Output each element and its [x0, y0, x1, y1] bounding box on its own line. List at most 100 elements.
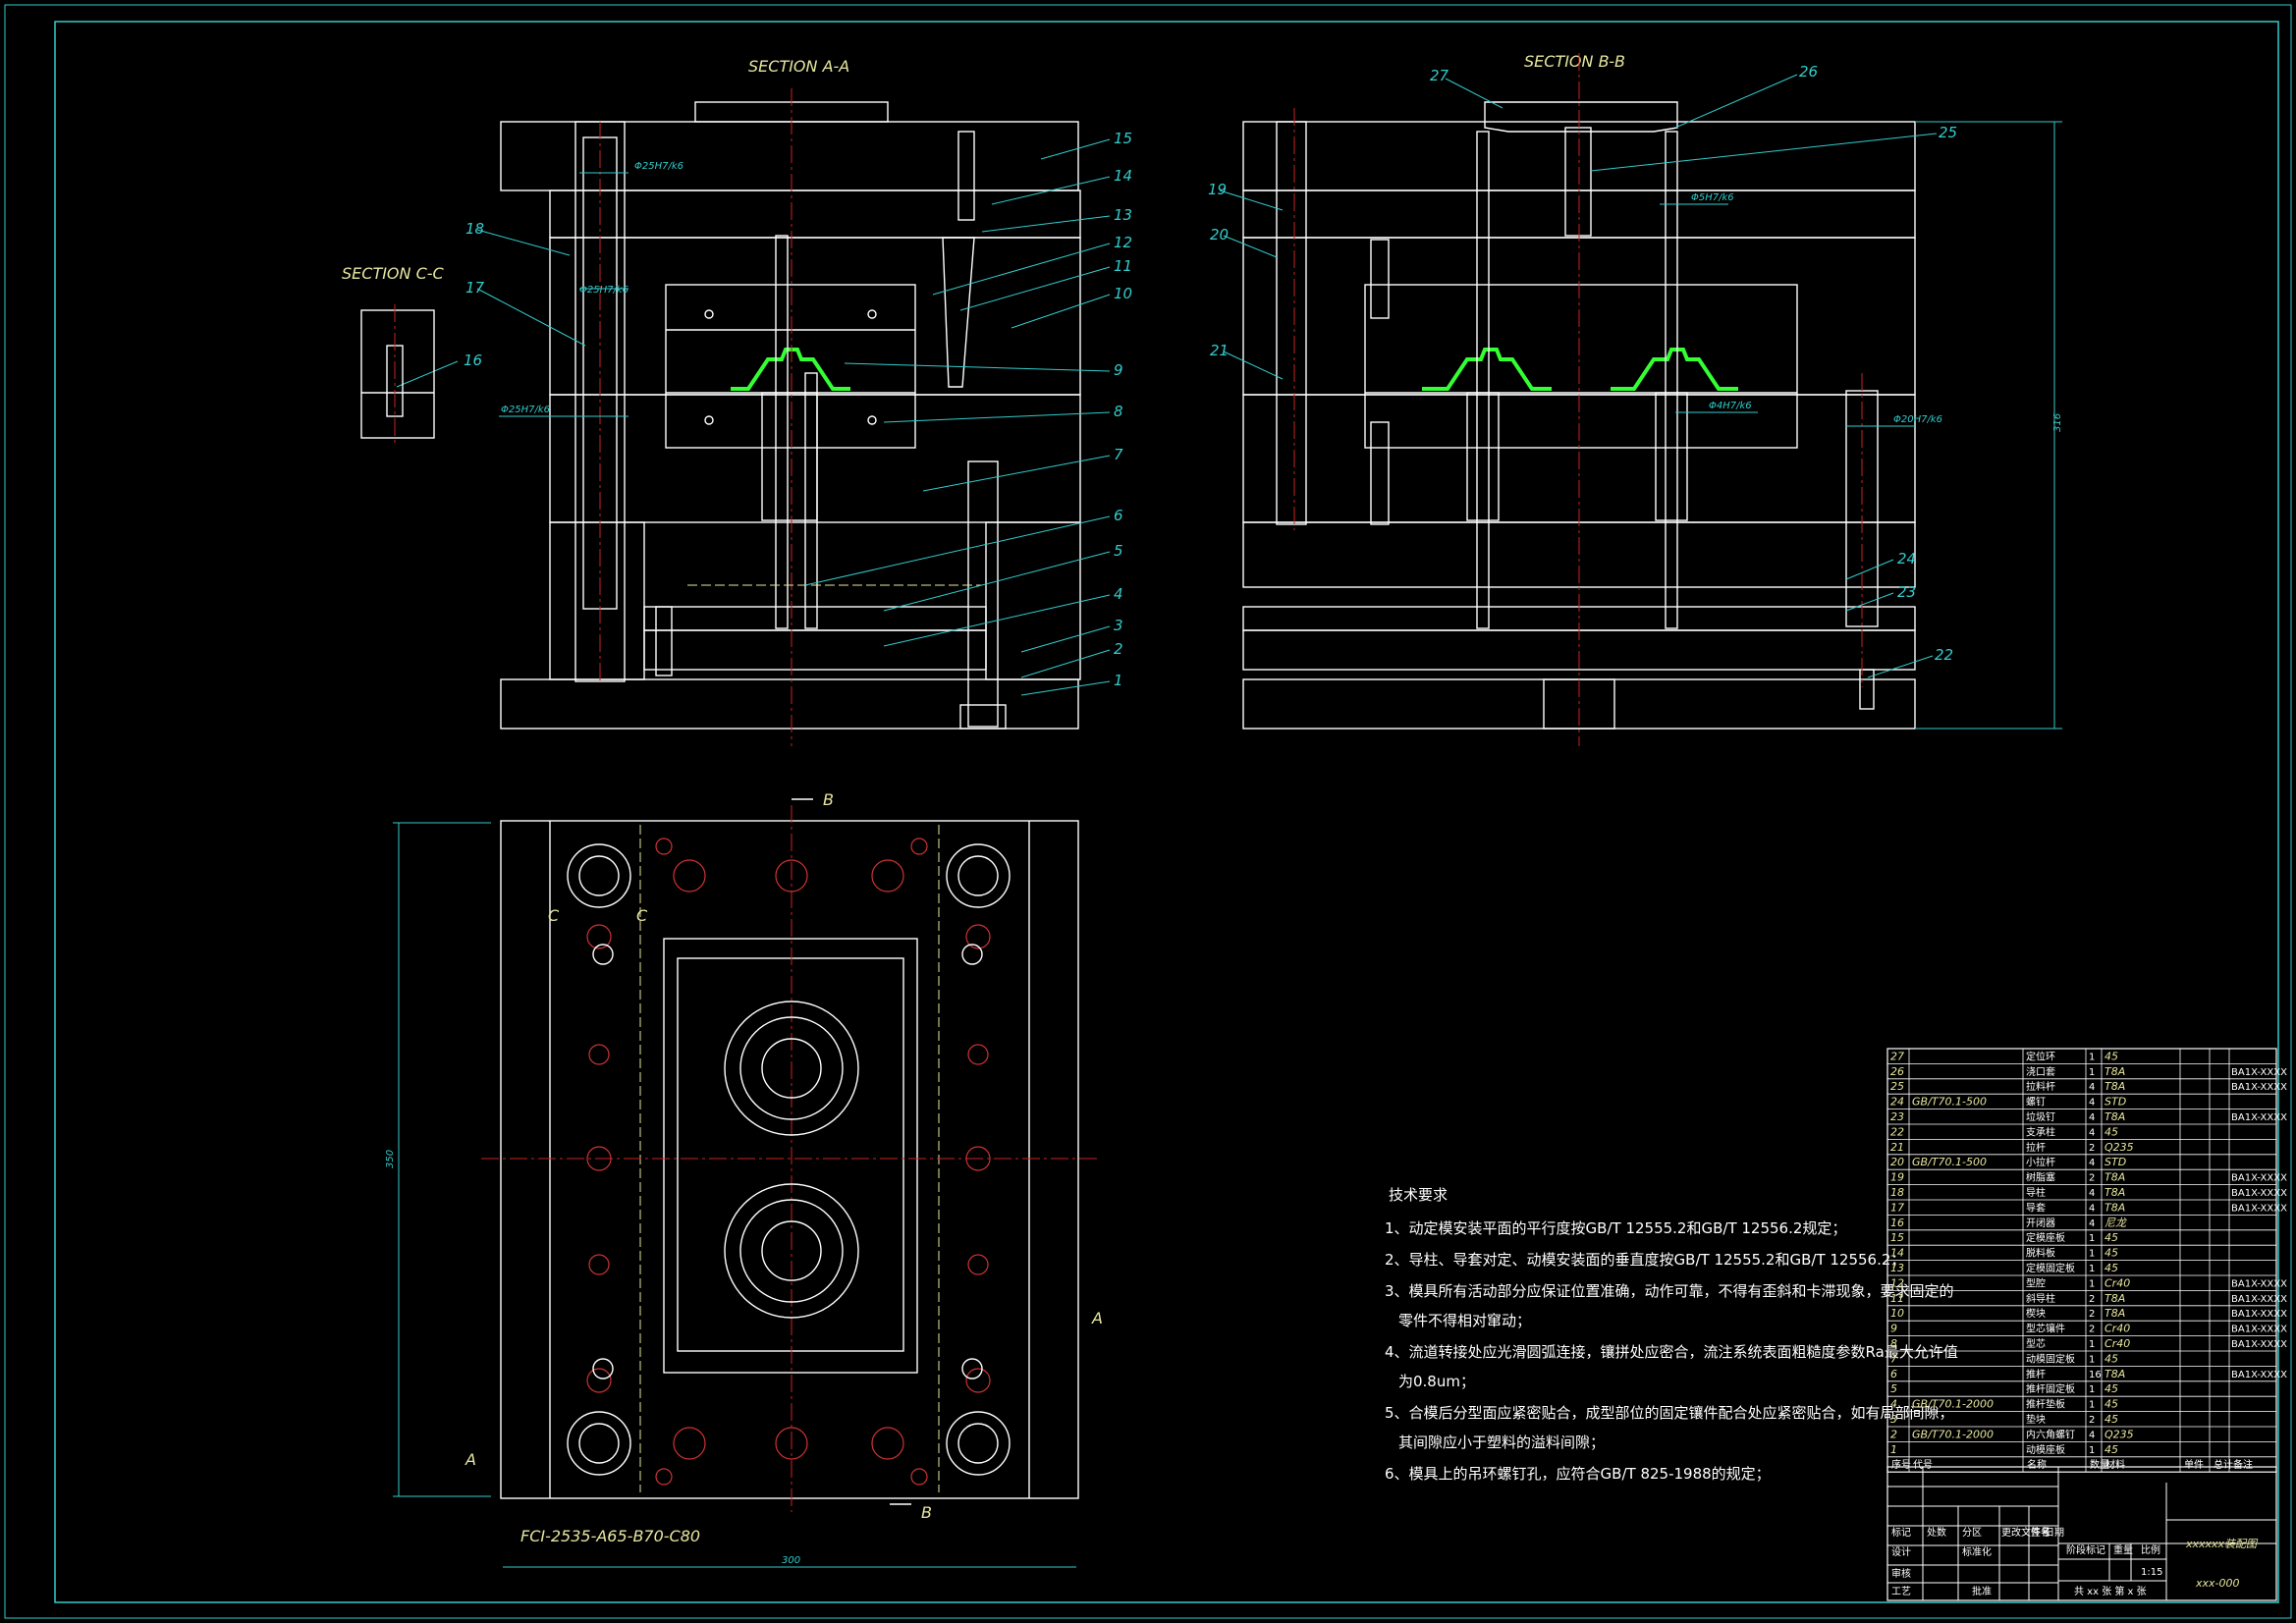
plan-height-dim: 350 [385, 1150, 396, 1168]
bom-cell: 15 [1890, 1231, 1904, 1244]
tie-rod [1276, 121, 1307, 525]
locating-ring [1484, 101, 1678, 133]
callout: 8 [1114, 403, 1123, 420]
bom-cell: 14 [1890, 1247, 1904, 1260]
tb-label: 阶段标记 [2066, 1543, 2105, 1556]
top-clamp-plate [500, 121, 1079, 191]
bom-cell: 2 [2089, 1143, 2095, 1154]
spacer-block-right [985, 521, 1081, 680]
bom-cell: 小拉杆 [2026, 1156, 2055, 1168]
technical-requirements: 技术要求 1、动定模安装平面的平行度按GB/T 12555.2和GB/T 125… [1385, 1186, 1958, 1483]
bom-cell: 开闭器 [2026, 1217, 2055, 1229]
return-pin [967, 460, 999, 728]
bom-note: BA1X-XXXX [2231, 1294, 2287, 1305]
bom-cell: 定位环 [2026, 1050, 2055, 1062]
bom-cell: 4 [2089, 1430, 2095, 1440]
tb-label: 处数 [1927, 1526, 1946, 1539]
tech-req-item: 3、模具所有活动部分应保证位置准确，动作可靠，不得有歪斜和卡滞现象，要求固定的 [1385, 1282, 1954, 1300]
tb-label: 标准化 [1962, 1545, 1992, 1558]
tech-req-item: 6、模具上的吊环螺钉孔，应符合GB/T 825-1988的规定； [1385, 1465, 1771, 1483]
ejector-pin [1476, 131, 1490, 629]
tb-label: 重量 [2113, 1543, 2133, 1556]
bom-cell: 45 [2105, 1050, 2118, 1062]
section-bb-title: SECTION B-B [1524, 52, 1625, 71]
callout: 18 [465, 220, 484, 238]
callout: 17 [465, 279, 485, 297]
bom-cell: GB/T70.1-500 [1912, 1096, 1987, 1109]
section-marker: C [548, 906, 560, 925]
bom-cell: 定模座板 [2026, 1231, 2065, 1244]
callout: 26 [1799, 63, 1818, 81]
bom-cell: 2 [2089, 1173, 2095, 1184]
bom-cell: 1 [2089, 1445, 2095, 1456]
tb-drawing-no: xxx-000 [2195, 1577, 2240, 1590]
tb-label: 签名 [2031, 1526, 2050, 1539]
screw-holes [586, 838, 991, 1486]
bom-cell: 4 [2089, 1158, 2095, 1168]
bom-cell: 45 [2105, 1231, 2118, 1244]
bom-cell: 推杆 [2026, 1368, 2046, 1380]
core-plate [549, 394, 1081, 523]
bom-header-cell: 材料 [2105, 1458, 2125, 1471]
bom-cell: 支承柱 [2026, 1125, 2055, 1138]
bom-cell: 26 [1890, 1065, 1904, 1078]
bom-cell: 浇口套 [2026, 1065, 2055, 1078]
bom-cell: 1 [2089, 1233, 2095, 1244]
callout: 3 [1114, 617, 1123, 634]
bom-cell: 4 [2089, 1098, 2095, 1109]
bom-cell: Cr40 [2105, 1323, 2130, 1335]
callout: 21 [1210, 342, 1229, 359]
bom-cell: 45 [2105, 1352, 2118, 1365]
bom-cell: 型芯 [2026, 1337, 2046, 1350]
plan-width-dim: 300 [782, 1555, 800, 1566]
bom-cell: 树脂塞 [2026, 1171, 2055, 1184]
bom-cell: 1 [2089, 1384, 2095, 1395]
molded-part [1611, 348, 1738, 391]
ejector-pin [775, 235, 789, 629]
tech-req-item: 2、导柱、导套对定、动模安装面的垂直度按GB/T 12555.2和GB/T 12… [1385, 1251, 1905, 1269]
bom-cell: 8 [1890, 1337, 1897, 1350]
bom-cell: 3 [1890, 1413, 1897, 1426]
tech-req-title: 技术要求 [1389, 1186, 1448, 1204]
bom-header-cell: 数量 [2090, 1458, 2109, 1471]
bom-cell: 11 [1890, 1292, 1904, 1305]
bom-cell: 9 [1890, 1323, 1897, 1335]
bom-cell: 拉料杆 [2026, 1080, 2055, 1093]
section-marker: B [921, 1503, 932, 1522]
bom-cell: 2 [1890, 1428, 1897, 1440]
tb-scale: 1:15 [2141, 1567, 2162, 1578]
core-insert [761, 392, 818, 521]
bom-cell: 型腔 [2026, 1276, 2046, 1289]
bom-cell: 1 [2089, 1400, 2095, 1411]
bom-cell: 2 [2089, 1294, 2095, 1305]
bom-cell: 45 [2105, 1413, 2118, 1426]
bom-note: BA1X-XXXX [2231, 1278, 2287, 1289]
bom-cell: 楔块 [2026, 1308, 2046, 1320]
ejector-pin [1665, 131, 1678, 629]
bom-cell: STD [2105, 1096, 2126, 1109]
bom-cell: 4 [2089, 1112, 2095, 1123]
callout: 4 [1114, 585, 1123, 603]
bom-header-cell: 备注 [2233, 1458, 2253, 1471]
section-bb-view: SECTION B-B 316 Φ5H7/k6 [1208, 52, 2063, 746]
section-aa-title: SECTION A-A [748, 57, 849, 76]
fit-dim: Φ20H7/k6 [1893, 414, 1942, 425]
bom-cell: 45 [2105, 1398, 2118, 1411]
bom-cell: 1 [2089, 1339, 2095, 1350]
bom-header-cell: 总计 [2214, 1458, 2233, 1471]
callout: 22 [1935, 646, 1953, 664]
bom-header-cell: 代号 [1913, 1459, 1933, 1471]
bom-cell: 45 [2105, 1247, 2118, 1260]
bom-cell: 1 [2089, 1052, 2095, 1062]
cavity-insert [665, 284, 916, 449]
bom-cell: T8A [2105, 1171, 2125, 1184]
title-block: 标记 处数 分区 更改文件号 签名 日期 设计 标准化 审核 工艺 批准 阶段标… [1886, 1466, 2277, 1601]
bom-cell: 4 [2089, 1082, 2095, 1093]
bom-note: BA1X-XXXX [2231, 1339, 2287, 1350]
sprue-bushing [1564, 127, 1592, 237]
bom-cell: 1 [1890, 1443, 1897, 1456]
bom-cell: 斜导柱 [2026, 1292, 2055, 1305]
bom-cell: 18 [1890, 1186, 1904, 1199]
bom-cell: 27 [1890, 1050, 1904, 1062]
